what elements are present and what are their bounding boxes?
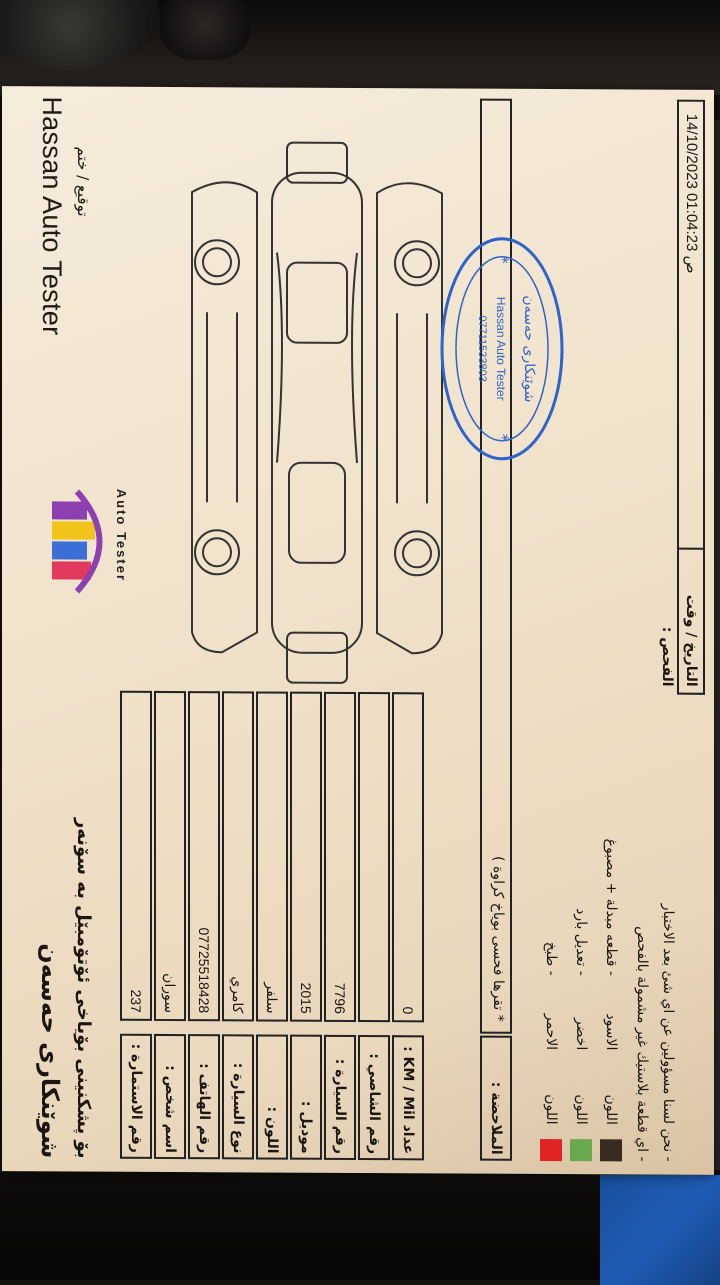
legend-color-name: اخضر: [573, 1017, 589, 1051]
field-label: اللون :: [256, 1034, 288, 1160]
field-value: كامري: [222, 691, 254, 1022]
car-diagram: [191, 141, 443, 684]
red-swatch: [540, 1138, 562, 1162]
field-color: اللون : سلفر: [254, 679, 288, 1160]
dashboard-knob: [0, 0, 160, 70]
legend-green: اللون اخضر - تعديل بارد: [568, 908, 592, 1162]
field-label: موديل :: [290, 1034, 322, 1160]
field-value: 07725518428: [188, 691, 220, 1022]
stamp-title: شوێنکاری حەسەن: [521, 295, 537, 402]
field-car-number: رقم السيارة : 7796: [322, 680, 356, 1160]
field-form-number: رقم الاستمارة : 237: [118, 679, 152, 1159]
field-phone: رقم الهاتف : 07725518428: [186, 679, 220, 1160]
legend-red: اللون الاحمر - طبخ: [538, 941, 562, 1162]
notes-text: * تقرها فحسى بوياخ كراوة ): [490, 856, 506, 1022]
auto-tester-logo: [52, 489, 103, 594]
date-label: التاريخ / وقت الفحص :: [659, 547, 703, 693]
legend-color-name: الاحمر: [543, 1013, 559, 1051]
date-value: 14/10/2023 01:04:23 ص: [683, 113, 700, 274]
signature-label: توقيع / ختم: [74, 146, 92, 217]
legend-color-name: الاسود: [603, 1013, 619, 1051]
field-car-type: نوع السيارة : كامري: [220, 679, 254, 1160]
field-value: 2015: [290, 691, 322, 1022]
field-label: عداد KM / Mil :: [392, 1035, 424, 1161]
inspection-sheet: Hassan Auto Tester شوێنکاری حەسەن بۆ پشک…: [2, 86, 714, 1175]
notes-label: الملاحضة :: [480, 1035, 512, 1161]
black-swatch: [600, 1139, 622, 1162]
field-chassis: رقم الشاصي :: [356, 680, 390, 1161]
field-label: رقم السيارة :: [324, 1034, 356, 1160]
blue-cloth: [600, 1175, 720, 1285]
svg-text:*: *: [493, 434, 512, 442]
field-value: سلفر: [256, 691, 288, 1022]
green-swatch: [570, 1139, 592, 1162]
stamp-phone: 07711533803: [476, 315, 488, 382]
field-label: رقم الهاتف :: [188, 1034, 220, 1160]
legend-meaning: - قطعه مبدلة + مصبوغ: [603, 838, 619, 977]
date-box: التاريخ / وقت الفحص : 14/10/2023 01:04:2…: [659, 99, 705, 695]
logo-text: Auto Tester: [114, 488, 129, 583]
brand-name: Hassan Auto Tester: [37, 96, 67, 336]
field-model: موديل : 2015: [288, 680, 322, 1160]
svg-text:*: *: [493, 256, 512, 264]
field-person-name: اسم شخص : سوران: [152, 679, 186, 1160]
legend-color-label: اللون: [543, 1094, 559, 1125]
disclaimer-plastic: - اي قطعة بلاستيك غير مشمولة بالفحص: [634, 926, 650, 1162]
legend-meaning: - تعديل بارد: [573, 908, 589, 976]
field-value: 237: [120, 690, 152, 1021]
legend-color-label: اللون: [573, 1094, 589, 1125]
dashboard-knob-small: [160, 0, 250, 60]
sheet-subtitle: بۆ پشکنینی بۆیاخی ئۆتۆمبێل بە سۆنەر: [73, 817, 94, 1159]
sheet-title: شوێنکاری حەسەن: [36, 943, 64, 1159]
field-label: رقم الاستمارة :: [120, 1033, 152, 1159]
background-dashboard: [0, 0, 720, 95]
field-value: [358, 692, 390, 1023]
stamp-english: Hassan Auto Tester: [494, 297, 508, 401]
field-value: 7796: [324, 691, 356, 1022]
legend-black: اللون الاسود - قطعه مبدلة + مصبوغ: [598, 839, 622, 1162]
disclaimer-liability: - نحن لسنا مسؤولين عن اي شئ بعد الاختبار: [660, 903, 676, 1162]
field-odometer: عداد KM / Mil : 0: [390, 680, 424, 1161]
company-stamp: شوێنکاری حەسەن Hassan Auto Tester 077115…: [440, 237, 564, 461]
field-label: اسم شخص :: [154, 1033, 186, 1160]
legend-color-label: اللون: [603, 1094, 619, 1125]
field-label: نوع السيارة :: [222, 1034, 254, 1160]
sheet-content: Hassan Auto Tester شوێنکاری حەسەن بۆ پشک…: [12, 86, 712, 1170]
legend-meaning: - طبخ: [543, 941, 559, 976]
field-value: 0: [392, 692, 424, 1023]
field-value: سوران: [154, 690, 186, 1022]
field-label: رقم الشاصي :: [358, 1035, 390, 1161]
